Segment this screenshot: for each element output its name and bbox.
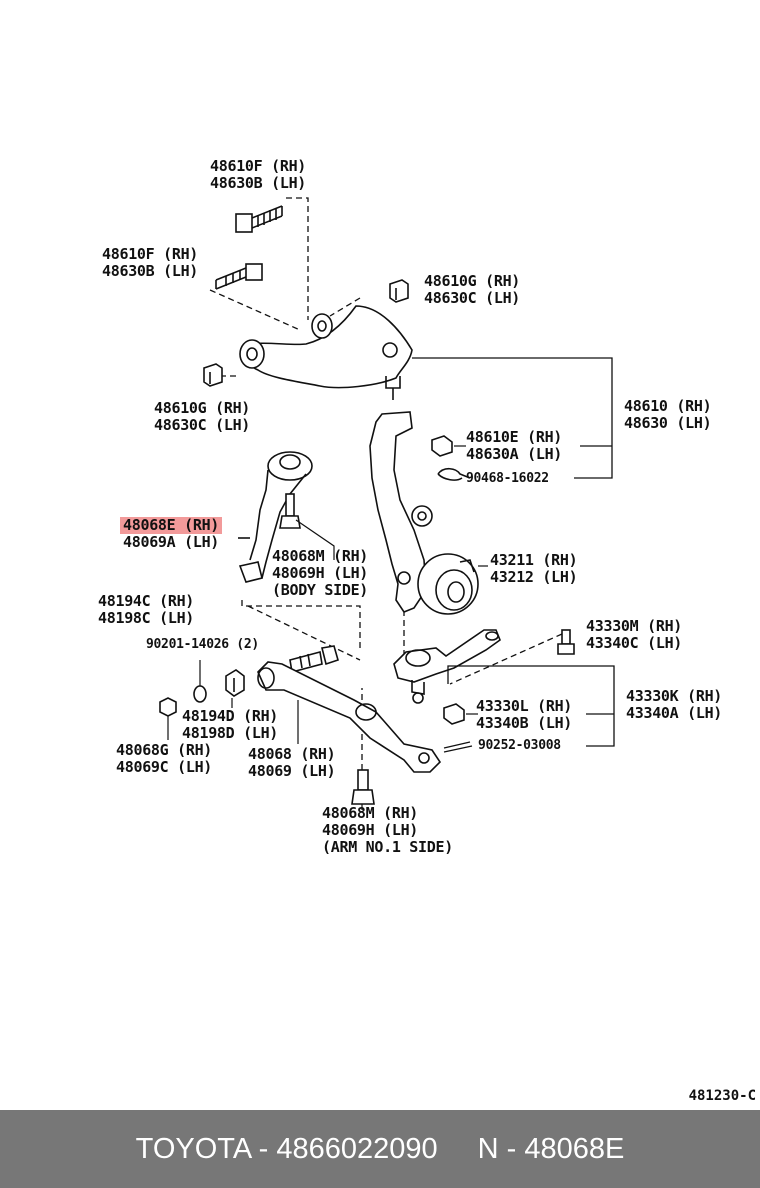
footer-bar: TOYOTA - 4866022090 N - 48068E (0, 1110, 760, 1188)
arm-bolt-icon (351, 769, 375, 805)
strut-bar-icon (238, 451, 313, 583)
parts-diagram: 48610F (RH) 48630B (LH) 48610F (RH) 4863… (98, 157, 723, 856)
highlighted-part: 48068E (RH) (120, 517, 223, 534)
label-cushion: 48194D (RH) 48198D (LH) (182, 707, 279, 742)
cushion-icon (225, 669, 245, 697)
washer-icon (193, 685, 207, 703)
lower-arm-icon (257, 661, 442, 773)
footer-ref-part: N - 48068E (477, 1132, 625, 1165)
label-bushing-top-right: 48610G (RH) 48630C (LH) (424, 272, 521, 307)
bushing-left-icon (203, 363, 223, 387)
footer-brand-part: TOYOTA - 4866022090 (135, 1132, 438, 1165)
upper-cotter-pin-icon (437, 467, 471, 481)
label-nut-g: 48068G (RH) 48069C (LH) (116, 741, 213, 776)
ball-joint-bolt-icon (557, 629, 575, 655)
label-bolt-left: 48610F (RH) 48630B (LH) (102, 245, 199, 280)
label-ball-joint: 43330K (RH) 43340A (LH) (626, 687, 723, 722)
lower-ball-joint-icon (393, 629, 501, 704)
label-arm-bolt: 48068M (RH) 48069H (LH) (ARM NO.1 SIDE) (322, 804, 453, 856)
label-cotter-lower: 90252-03008 (478, 738, 561, 753)
diagram-ref-code: 481230-C (688, 1088, 756, 1104)
diagram-drawing (159, 197, 615, 810)
upper-arm-bolt-top-icon (235, 205, 283, 233)
label-lower-arm: 48068 (RH) 48069 (LH) (248, 745, 336, 780)
nut-g-icon (159, 697, 177, 717)
label-bushing-left: 48610G (RH) 48630C (LH) (154, 399, 251, 434)
steering-knuckle-icon (369, 411, 479, 615)
label-lower-bush: 48194C (RH) 48198C (LH) (98, 592, 195, 627)
label-nut-lower: 43330L (RH) 43340B (LH) (476, 697, 573, 732)
lower-bolt-icon (289, 645, 339, 673)
bushing-top-right-icon (389, 279, 409, 303)
lower-nut-icon (443, 703, 478, 725)
strut-bolt-icon (279, 493, 335, 560)
label-nut-upper: 48610E (RH) 48630A (LH) (466, 428, 563, 463)
label-knuckle: 43211 (RH) 43212 (LH) (490, 551, 578, 586)
label-strut-bolt: 48068M (RH) 48069H (LH) (BODY SIDE) (272, 547, 369, 599)
upper-ball-nut-icon (431, 435, 466, 457)
upper-arm-icon (239, 305, 413, 400)
label-cotter-upper: 90468-16022 (466, 471, 549, 486)
label-strut-bar: 48068E (RH) 48069A (LH) (120, 517, 223, 551)
lower-cotter-pin-icon (443, 741, 473, 753)
label-ball-bolt: 43330M (RH) 43340C (LH) (586, 617, 683, 652)
label-bolt-top: 48610F (RH) 48630B (LH) (210, 157, 307, 192)
upper-arm-bolt-left-icon (215, 263, 263, 290)
label-upper-arm: 48610 (RH) 48630 (LH) (624, 397, 712, 432)
label-washer: 90201-14026 (2) (146, 637, 259, 652)
